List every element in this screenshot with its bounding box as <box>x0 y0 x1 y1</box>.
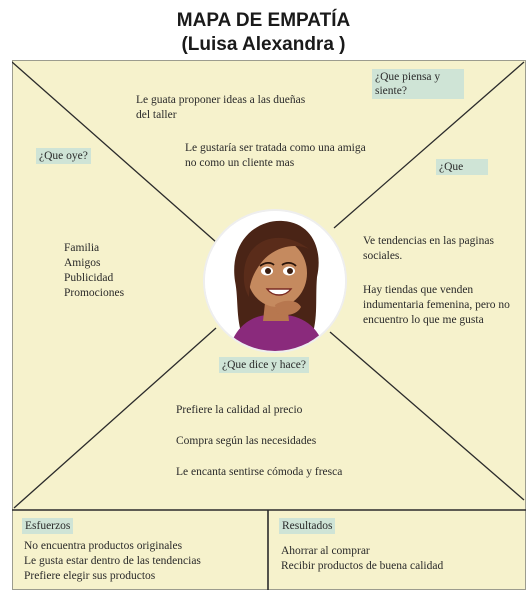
label-oye: ¿Que oye? <box>36 148 91 164</box>
esfuerzos-item: Prefiere elegir sus productos <box>24 570 156 582</box>
dice-item-2: Compra según las necesidades <box>176 435 317 447</box>
resultados-item: Recibir productos de buena calidad <box>281 560 444 572</box>
dice-item-3: Le encanta sentirse cómoda y fresca <box>176 466 343 478</box>
label-piensa-siente: ¿Que piensa y siente? <box>372 69 464 99</box>
map-divider-lines <box>12 61 526 590</box>
dice-item-1: Prefiere la calidad al precio <box>176 404 303 416</box>
piensa-item-2: Le gustaría ser tratada como una amiga n… <box>185 142 366 169</box>
resultados-list: Ahorrar al comprar Recibir productos de … <box>281 544 443 574</box>
oye-item: Publicidad <box>64 272 114 284</box>
ve-item-1: Ve tendencias en las paginas sociales. <box>363 235 494 262</box>
woman-avatar-illustration <box>205 211 345 351</box>
label-resultados: Resultados <box>279 518 336 534</box>
esfuerzos-item: Le gusta estar dentro de las tendencias <box>24 555 201 567</box>
label-dice-hace: ¿Que dice y hace? <box>219 357 309 373</box>
ve-item-2: Hay tiendas que venden indumentaria feme… <box>363 284 510 326</box>
resultados-item: Ahorrar al comprar <box>281 545 370 557</box>
oye-item: Amigos <box>64 257 101 269</box>
oye-item: Promociones <box>64 287 125 299</box>
label-esfuerzos: Esfuerzos <box>22 518 74 534</box>
persona-portrait <box>205 211 345 351</box>
esfuerzos-item: No encuentra productos originales <box>24 540 183 552</box>
label-ve: ¿Que <box>436 159 488 175</box>
oye-list: Familia Amigos Publicidad Promociones <box>64 241 124 301</box>
diagram-title: MAPA DE EMPATÍA <box>176 10 351 31</box>
esfuerzos-list: No encuentra productos originales Le gus… <box>24 539 201 584</box>
piensa-item-1: Le guata proponer ideas a las dueñas del… <box>136 94 306 121</box>
oye-item: Familia <box>64 242 100 254</box>
diagram-subtitle: (Luisa Alexandra ) <box>181 34 346 55</box>
